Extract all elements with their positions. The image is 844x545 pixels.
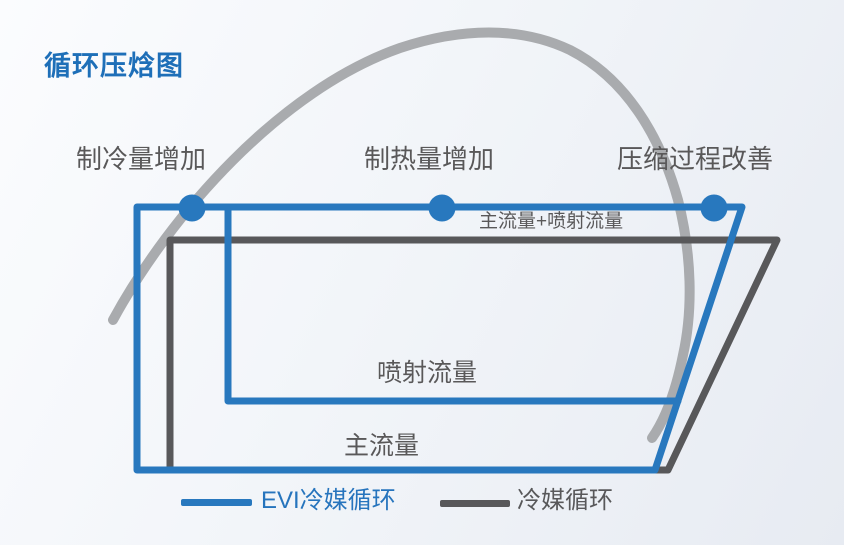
- legend-standard-swatch: [440, 500, 510, 507]
- combined-flow-label: 主流量+喷射流量: [479, 211, 624, 232]
- evi-injection-line: [224, 203, 682, 405]
- annotation-heating-capacity: 制热量增加: [364, 144, 495, 174]
- annotation-cooling-capacity: 制冷量增加: [76, 144, 207, 174]
- state-point-cooling-dot: [178, 194, 206, 222]
- legend-evi-swatch: [181, 499, 252, 506]
- evi-cycle-outline: [133, 203, 746, 474]
- state-point-compression-dot: [700, 194, 728, 222]
- state-point-heating-dot: [428, 194, 456, 222]
- injection-flow-label: 喷射流量: [377, 359, 478, 387]
- legend-evi-cycle-label: EVI冷媒循环: [261, 487, 396, 514]
- saturation-dome-curve: [108, 27, 695, 443]
- legend-standard-cycle-label: 冷媒循环: [517, 487, 613, 514]
- main-flow-label: 主流量: [344, 432, 420, 460]
- annotation-compression-process: 压缩过程改善: [617, 144, 774, 174]
- page-title: 循环压焓图: [44, 51, 184, 81]
